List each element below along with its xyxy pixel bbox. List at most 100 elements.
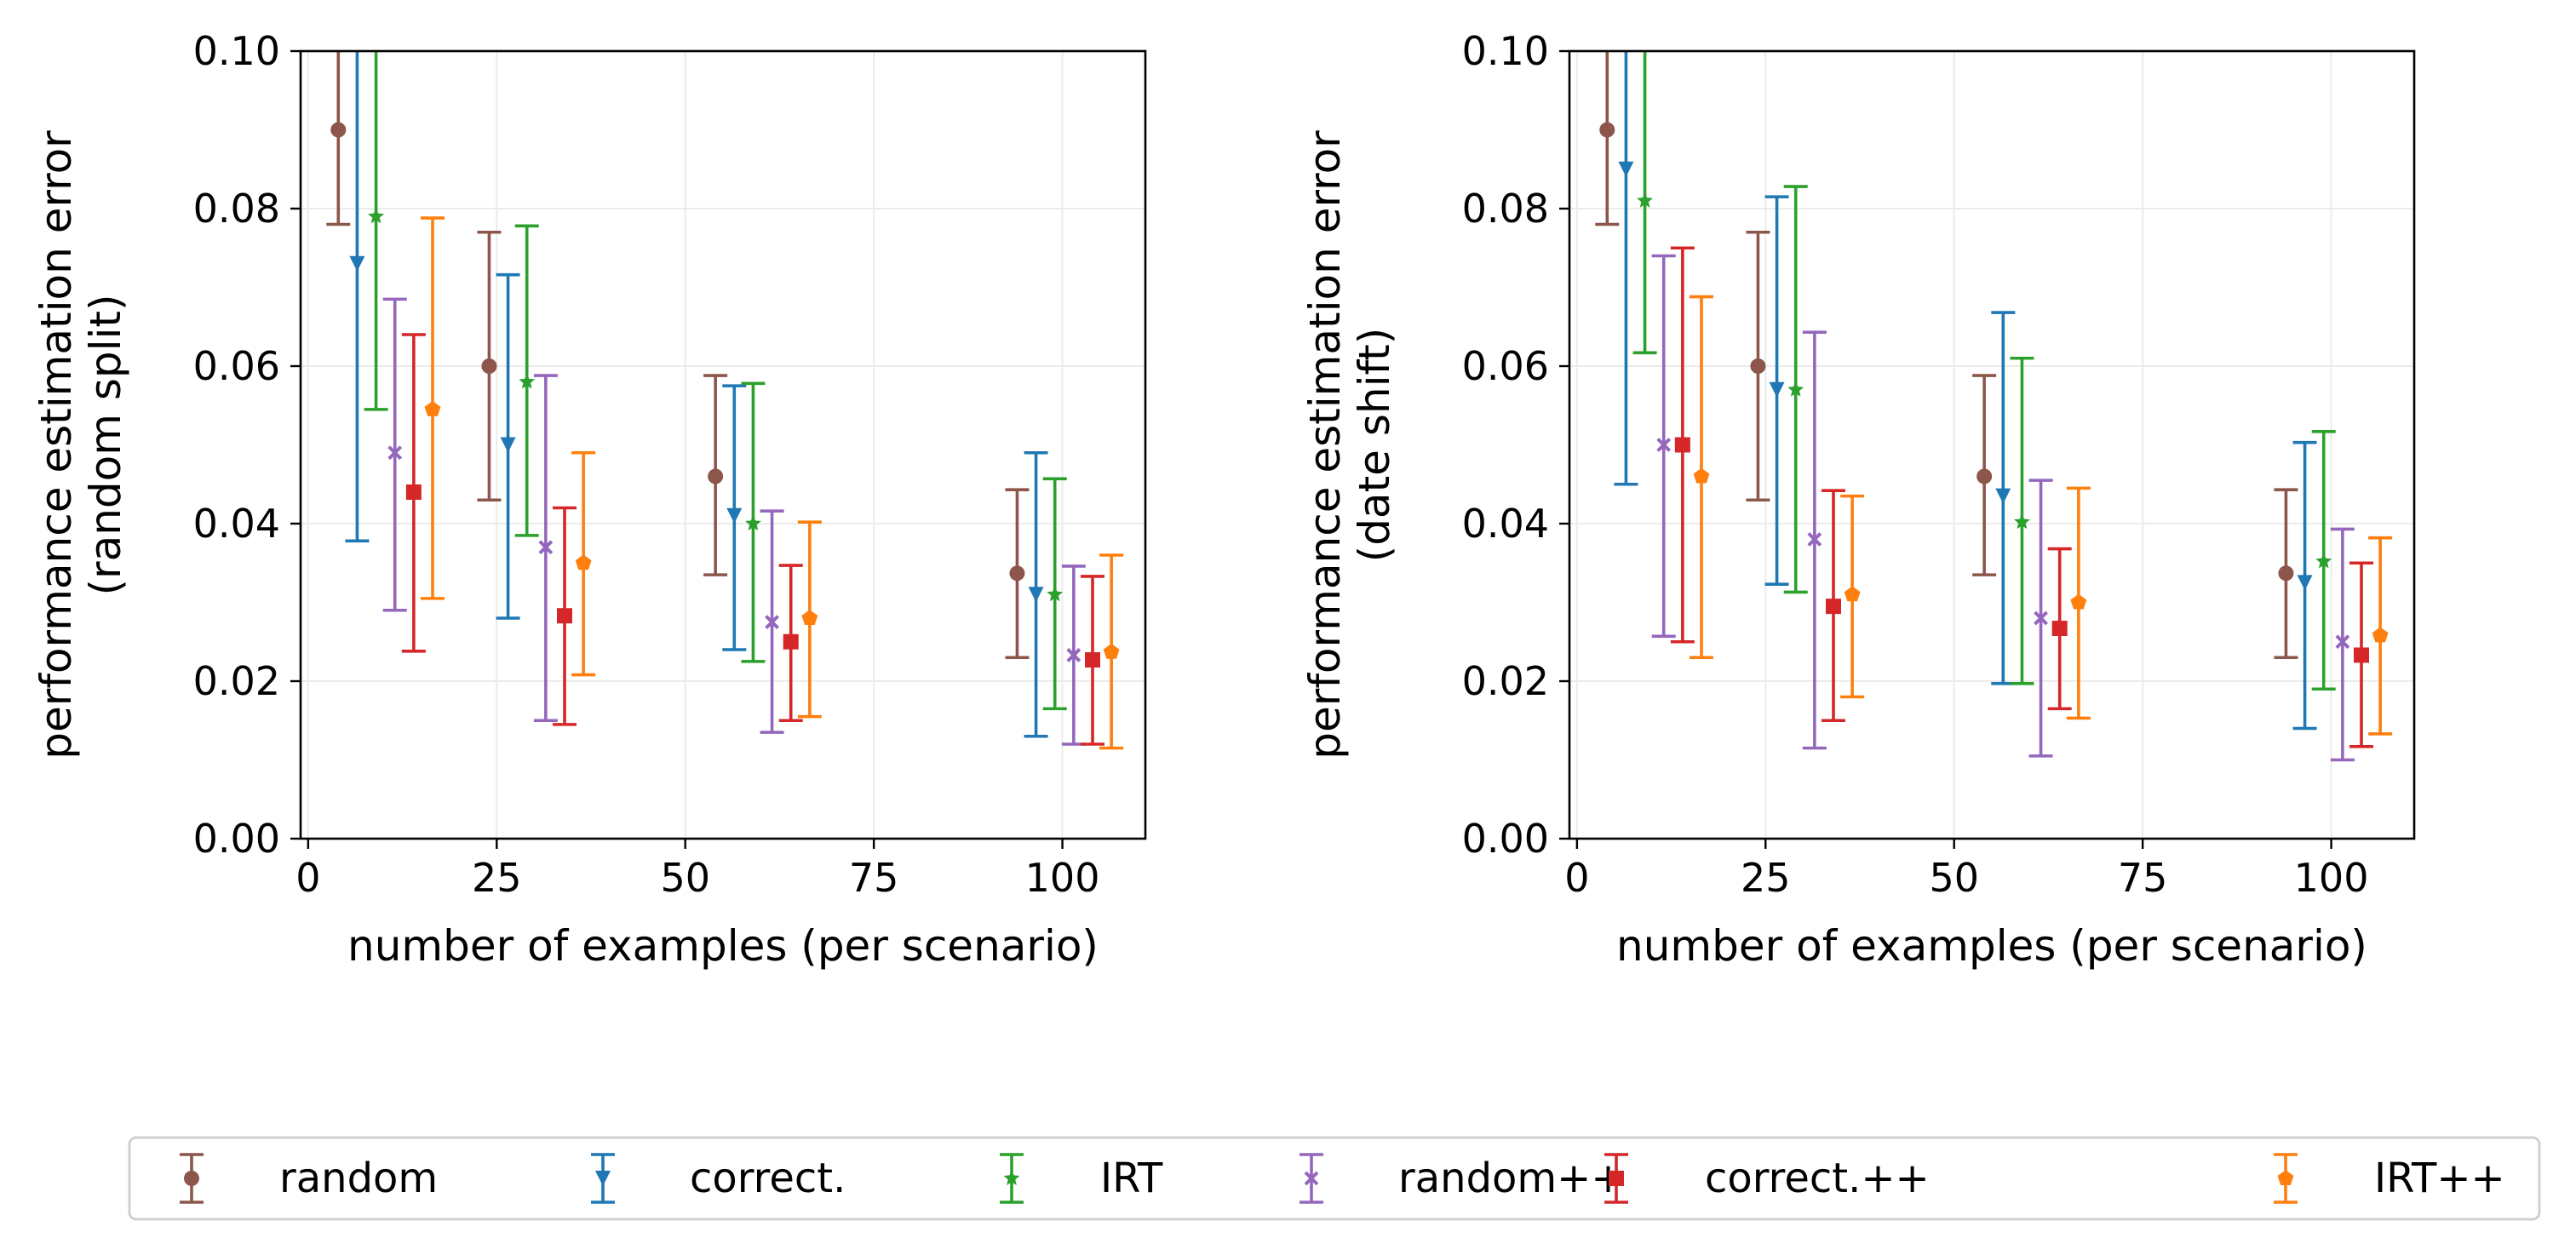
y-tick-label: 0.02 [1462,658,1549,704]
data-point [783,633,799,650]
y-tick-label: 0.06 [193,343,280,389]
error-bar [364,51,388,411]
data-point [481,358,497,374]
gridlines [301,50,1145,840]
error-bar [345,51,370,543]
data-point [1844,586,1861,602]
data-point [557,608,572,624]
data-point [1618,161,1634,177]
legend-label: correct. [690,1155,846,1202]
data-point [1693,467,1710,484]
data-point [1103,643,1120,659]
legend-marker [1304,1171,1319,1186]
data-point [2297,575,2313,591]
data-point [330,122,347,138]
x-tick-label: 100 [1025,855,1100,901]
x-axis-label: number of examples (per scenario) [347,921,1099,971]
y-axis: 0.000.020.040.060.080.10 [193,28,301,862]
data-point [2335,634,2350,650]
data-point [1637,192,1653,208]
y-tick-label: 0.08 [1462,186,1549,232]
series-correct.++ [1670,246,2373,748]
data-point [745,515,761,531]
series-random [1595,51,2298,660]
plot-area [1595,51,2393,762]
y-tick-label: 0.10 [193,28,280,74]
data-point [708,468,724,484]
data-point [1976,468,1993,484]
data-point [387,445,403,461]
legend-label: IRT++ [2374,1155,2505,1202]
x-tick-label: 75 [849,855,899,901]
x-tick-label: 0 [1564,855,1589,901]
series-correct.++ [401,333,1104,746]
series-correct. [1614,51,2317,731]
legend-entry-random++: random++ [1299,1153,1626,1204]
data-point [424,400,441,416]
y-tick-label: 0.02 [193,658,280,704]
data-point [538,540,554,555]
data-point [1066,648,1081,662]
x-axis: 0 25 50 75 100 [295,839,1099,901]
legend-box [128,1136,2541,1221]
y-tick-label: 0.00 [193,816,280,862]
data-point [2034,610,2048,626]
legend-entry-correct.: correct. [591,1153,846,1204]
legend-marker [595,1171,611,1186]
y-axis-label: performance estimation error(date shift) [1300,130,1399,759]
data-point [1807,532,1822,547]
data-point [1599,122,1615,138]
data-point [349,255,365,272]
data-point [368,208,384,224]
y-tick-label: 0.00 [1462,816,1549,862]
series-correct. [345,51,1048,738]
legend-label: correct.++ [1705,1155,1930,1202]
y-tick-label: 0.04 [193,501,280,547]
x-tick-label: 25 [472,855,522,901]
data-point [1826,599,1841,615]
data-point [2315,553,2332,569]
data-point [765,615,779,630]
series-IRT++ [1690,295,2393,736]
legend-label: IRT [1100,1155,1163,1202]
data-point [2014,513,2030,530]
legend-entry-IRT++: IRT++ [2274,1153,2505,1204]
data-point [1085,652,1100,668]
data-point [1656,438,1672,452]
data-point [1995,488,2011,504]
series-random [326,51,1030,660]
legend: random correct. IRT random++ correct.++ IRT++ [128,1136,2541,1221]
data-point [2070,593,2087,610]
x-tick-label: 50 [660,855,710,901]
y-tick-label: 0.04 [1462,501,1549,547]
data-point [1750,358,1766,374]
data-point [1674,437,1690,453]
data-point [519,373,536,389]
data-point [575,554,592,570]
data-point [500,437,516,453]
y-axis: 0.000.020.040.060.080.10 [1462,28,1569,862]
series-random++ [1651,254,2355,762]
data-point [726,507,743,524]
data-point [2372,627,2389,643]
data-point [801,610,818,626]
data-point [1028,587,1044,603]
error-bar [2330,527,2355,762]
data-point [1787,381,1804,397]
data-point [405,484,422,500]
axes-frame [299,49,1147,840]
legend-entry-IRT: IRT [1000,1153,1163,1204]
legend-label: random [279,1155,438,1202]
legend-entry-random: random [180,1153,438,1204]
series-IRT [1632,51,2336,691]
data-point [2278,565,2294,582]
data-point [1009,565,1025,582]
y-axis-label: performance estimation error(random spli… [32,130,130,759]
series-IRT [364,51,1067,711]
plot-area [326,51,1124,750]
x-tick-label: 0 [295,855,320,901]
error-bar [1614,51,1638,486]
